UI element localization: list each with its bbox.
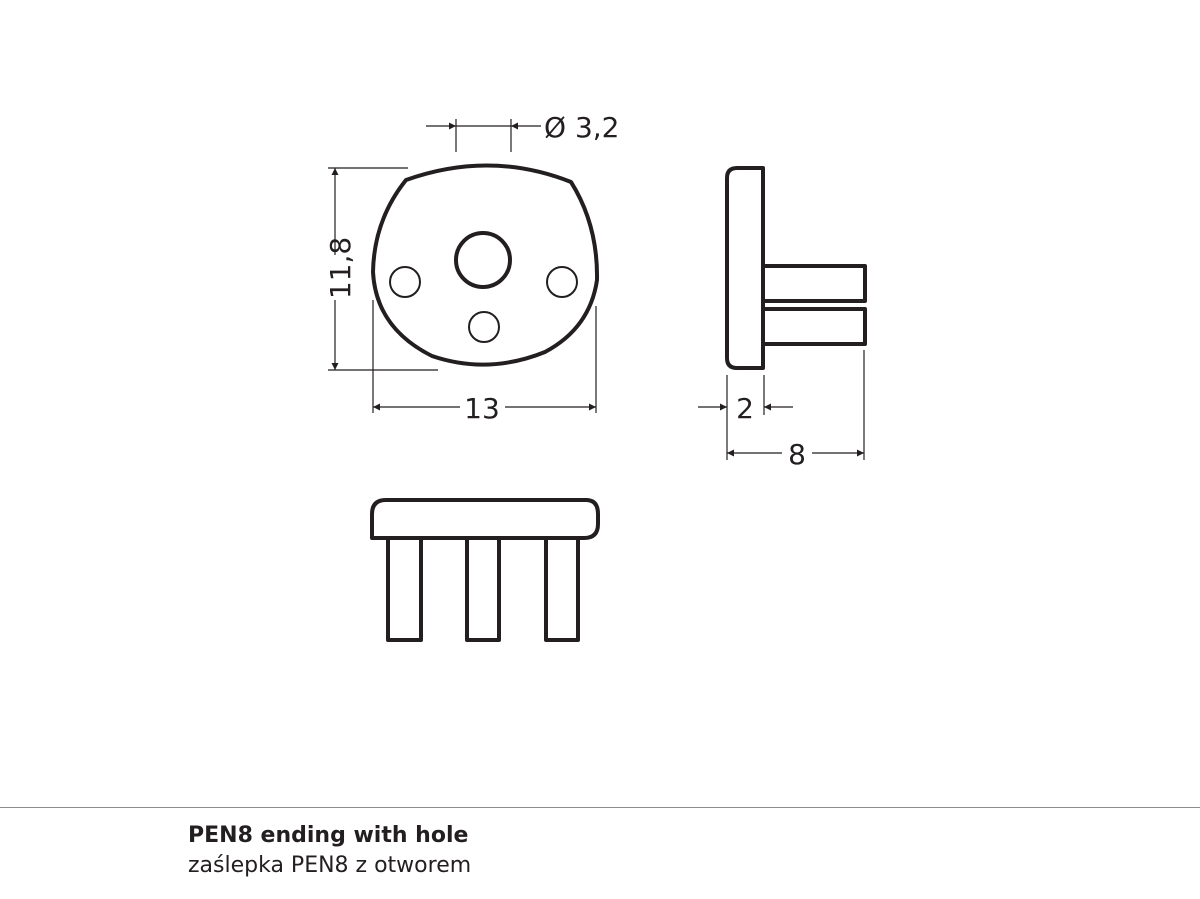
center-hole <box>454 231 512 289</box>
thickness-dimension: 2 <box>698 375 793 460</box>
left-pin-top <box>386 536 423 642</box>
bottom-hole <box>468 311 500 343</box>
product-subtitle: zaślepka PEN8 z otworem <box>188 853 472 878</box>
depth-dimension: 8 <box>727 350 865 471</box>
top-view <box>370 498 600 642</box>
separator-line <box>0 807 1200 808</box>
lower-pin-side <box>760 307 867 346</box>
front-view <box>371 163 600 367</box>
side-plate <box>725 166 765 370</box>
technical-drawing: Ø 3,2 11,8 13 2 8 <box>324 111 867 642</box>
upper-pin-side <box>760 264 867 303</box>
top-plate <box>370 498 600 540</box>
right-pin-top <box>544 536 580 642</box>
left-hole <box>389 266 421 298</box>
side-view <box>725 166 867 370</box>
middle-pin-top <box>465 536 501 642</box>
caption: PEN8 ending with hole zaślepka PEN8 z ot… <box>188 821 471 881</box>
width-label: 13 <box>464 392 500 425</box>
depth-label: 8 <box>788 438 806 471</box>
diameter-dimension: Ø 3,2 <box>426 111 619 152</box>
height-dimension: 11,8 <box>324 167 438 371</box>
thickness-label: 2 <box>736 392 754 425</box>
right-hole <box>546 266 578 298</box>
product-title: PEN8 ending with hole <box>188 823 469 848</box>
height-label: 11,8 <box>324 237 357 299</box>
width-dimension: 13 <box>372 300 597 425</box>
diameter-label: Ø 3,2 <box>544 111 619 144</box>
